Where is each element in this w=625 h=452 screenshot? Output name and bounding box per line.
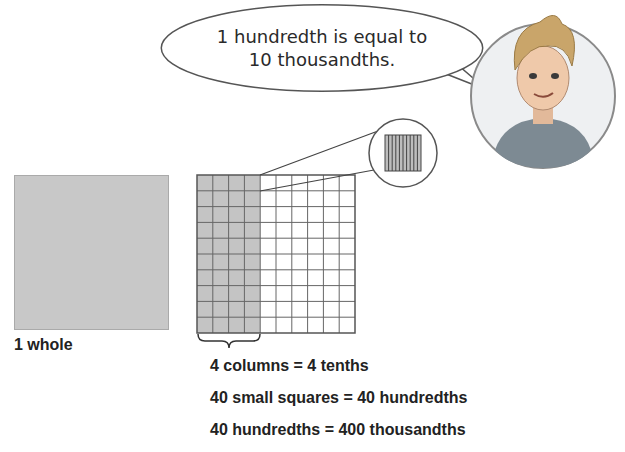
grid-border bbox=[197, 175, 355, 333]
zoom-line bbox=[260, 170, 374, 191]
grid-line bbox=[323, 175, 324, 333]
character bbox=[471, 15, 615, 168]
stripe bbox=[395, 135, 396, 171]
stripe bbox=[392, 135, 393, 171]
hair bbox=[514, 15, 574, 70]
stripe bbox=[413, 135, 414, 171]
bubble-outline bbox=[158, 2, 486, 94]
hundred-grid bbox=[197, 175, 355, 333]
stripe bbox=[406, 135, 407, 171]
magnified-cell bbox=[385, 135, 421, 171]
zoom-line bbox=[260, 131, 378, 175]
shirt bbox=[495, 118, 591, 168]
thousandth-stripes bbox=[389, 135, 418, 171]
speech-bubble: 1 hundredth is equal to 10 thousandths. bbox=[158, 2, 486, 94]
whole-label: 1 whole bbox=[14, 336, 169, 354]
stripe bbox=[417, 135, 418, 171]
equation-line: 4 columns = 4 tenths bbox=[210, 357, 369, 375]
eye bbox=[551, 73, 559, 79]
equation-line: 40 hundredths = 400 thousandths bbox=[210, 421, 466, 439]
eye bbox=[529, 73, 537, 79]
grid-line bbox=[291, 175, 292, 333]
brace bbox=[198, 334, 260, 348]
grid-line bbox=[197, 317, 355, 318]
grid-line bbox=[197, 254, 355, 255]
whole-square: 1 whole bbox=[14, 175, 169, 354]
stripe bbox=[399, 135, 400, 171]
bubble-ellipse bbox=[161, 5, 482, 91]
whole-fill bbox=[14, 175, 169, 330]
grid-line bbox=[307, 175, 308, 333]
grid-line bbox=[197, 269, 355, 270]
speech-text: 1 hundredth is equal to 10 thousandths. bbox=[207, 25, 437, 72]
stripe bbox=[410, 135, 411, 171]
equation-line: 40 small squares = 40 hundredths bbox=[210, 389, 467, 407]
grid-line bbox=[197, 301, 355, 302]
stripe bbox=[403, 135, 404, 171]
grid-line bbox=[339, 175, 340, 333]
stripe bbox=[388, 135, 389, 171]
grid-lines bbox=[197, 175, 355, 333]
magnifier-circle bbox=[369, 119, 437, 187]
mouth bbox=[534, 93, 553, 97]
grid-line bbox=[197, 285, 355, 286]
